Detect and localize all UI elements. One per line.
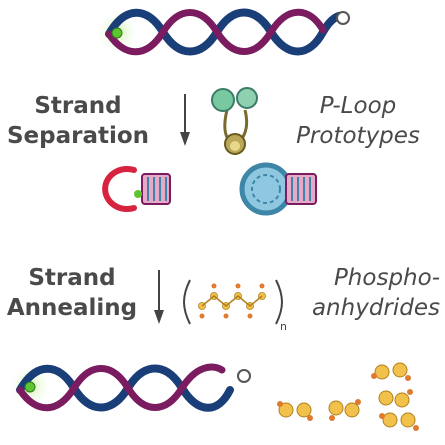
rna-ring-separated-icon xyxy=(102,166,171,212)
svg-text:n: n xyxy=(280,320,287,333)
down-arrow-icon xyxy=(180,94,190,146)
phosphoanhydrides-label: Phospho- anhydrides xyxy=(311,265,440,322)
dna-double-strand-icon xyxy=(95,8,350,56)
strand-annealing-label: Strand Annealing xyxy=(6,265,138,322)
down-arrow-icon-2 xyxy=(154,270,164,324)
ssrna-strands-icon xyxy=(8,363,251,412)
phosphoanhydride-clusters-icon xyxy=(277,362,419,431)
strand-separation-label: Strand Separation xyxy=(6,93,150,150)
rna-ring-annealed-icon xyxy=(239,162,317,216)
phosphoanhydride-polyphosphate-icon: n xyxy=(183,279,287,333)
p-loop-prototypes-label: P-Loop Prototypes xyxy=(296,93,420,150)
p-loop-peptide-icon xyxy=(211,87,258,155)
